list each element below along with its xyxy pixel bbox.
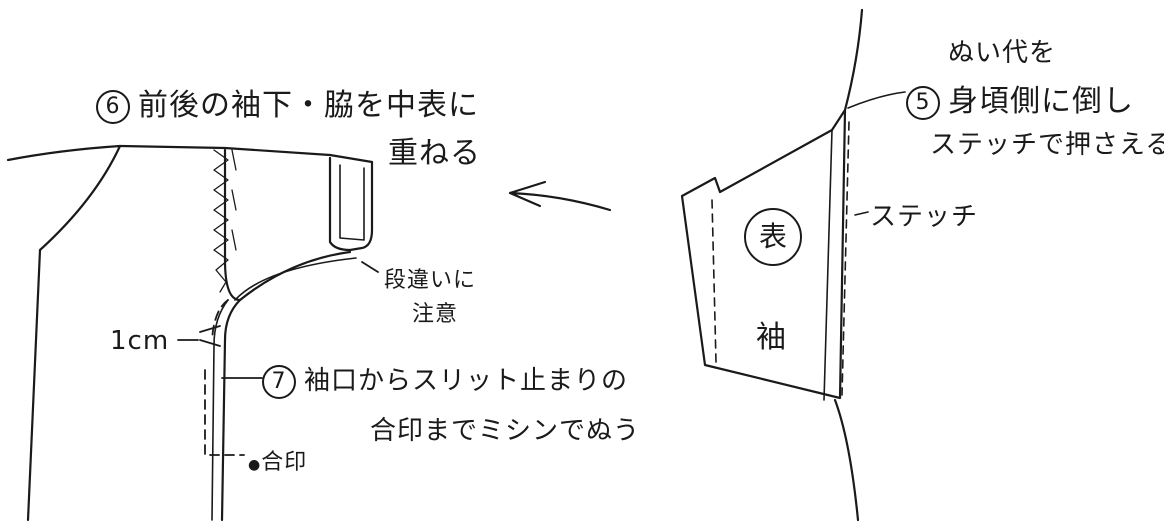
body-outline-right — [833, 8, 864, 522]
sleeve-fold-edge — [823, 129, 833, 401]
level-note-line2: 注意 — [412, 302, 459, 327]
underarm-seam-inner — [234, 257, 357, 301]
side-seam-line — [220, 298, 242, 522]
step5-number: 5 — [906, 85, 940, 120]
stitch-line-dashed — [204, 369, 245, 456]
notch-dot: ● — [248, 457, 262, 473]
measure-tick — [199, 325, 221, 347]
notch-label: ●合印 — [248, 450, 308, 475]
face-side-mark: 表 — [744, 208, 802, 266]
direction-arrow — [508, 180, 612, 212]
step5-line2: ステッチで押さえる — [930, 130, 1164, 160]
sleeve-cuff — [328, 156, 374, 252]
sleeve-piece-outline — [680, 108, 847, 400]
underarm-seam-outer — [223, 148, 352, 302]
sleeve-label: 袖 — [756, 320, 787, 355]
level-note-leader — [361, 261, 379, 273]
stitch-leader — [854, 211, 869, 216]
step7-number: 7 — [262, 364, 296, 399]
step7-line2: 合印までミシンでぬう — [370, 416, 641, 446]
sleeve-stitch-dashed — [841, 121, 850, 396]
measure-label: 1cm — [110, 326, 170, 356]
sleeve-inner-dashed — [711, 199, 717, 363]
sleeve-top-edge — [118, 144, 374, 164]
step5-leader — [847, 91, 906, 109]
zigzag-seam-allowance-2 — [231, 149, 237, 251]
step6-number: 6 — [96, 89, 130, 124]
body-outline-left — [6, 144, 122, 522]
zigzag-seam-allowance — [213, 149, 229, 293]
step5-line0: ぬい代を — [948, 38, 1057, 68]
step6-line2: 重ねる — [388, 136, 481, 171]
sleeve-cuff-inner — [339, 164, 365, 241]
stitch-line-dashed-2 — [211, 299, 229, 341]
level-note-line1: 段違いに — [384, 268, 477, 293]
stitch-label: ステッチ — [870, 202, 979, 232]
